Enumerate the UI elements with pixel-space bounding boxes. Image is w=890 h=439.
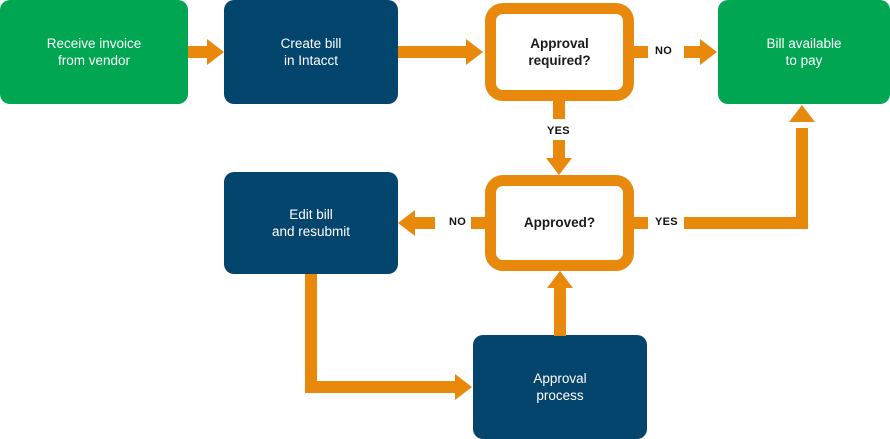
node-edit-bill-label: Edit bill and resubmit [271,206,351,239]
node-bill-available-label: Bill available to pay [766,35,842,68]
edge-editbill-to-process-arrowhead [455,374,472,400]
node-approval-required[interactable]: Approval required? [485,3,634,101]
edge-approved-yes-arrowhead [789,105,815,122]
edge-approvalreq-no-arrowhead [700,39,717,65]
edge-approved-no-stub [471,217,485,229]
node-receive-invoice-label: Receive invoice from vendor [46,35,142,68]
node-approval-process[interactable]: Approval process [473,335,647,439]
node-edit-bill[interactable]: Edit bill and resubmit [224,172,398,274]
edge-approvalreq-no-line [684,46,702,58]
node-approved[interactable]: Approved? [485,175,634,271]
edge-editbill-to-process-horizontal [305,381,457,393]
edge-approved-no-arrowhead [398,210,415,236]
node-receive-invoice[interactable]: Receive invoice from vendor [0,0,188,104]
edge-receive-to-create-line [188,46,210,58]
edge-approved-yes-vertical [796,128,808,229]
edge-label-no-approved: NO [446,215,470,229]
node-approved-label: Approved? [523,215,596,231]
node-approval-required-label: Approval required? [528,35,591,68]
edge-process-to-approved-vertical [554,288,566,336]
edge-receive-to-create-arrowhead [207,39,224,65]
node-create-bill[interactable]: Create bill in Intacct [224,0,398,104]
edge-approved-yes-stub [634,217,648,229]
edge-approvalreq-no-stub [634,46,648,58]
edge-approved-yes-horizontal [684,217,808,229]
node-bill-available[interactable]: Bill available to pay [718,0,890,104]
edge-approvalreq-yes-line [553,140,565,160]
edge-label-no-approval-required: NO [652,44,676,58]
node-create-bill-label: Create bill in Intacct [280,35,342,68]
edge-create-to-approvalreq-line [398,46,468,58]
edge-label-yes-approval-required: YES [544,124,573,138]
edge-approvalreq-yes-stub [553,101,565,119]
node-approval-process-label: Approval process [533,370,587,403]
edge-approvalreq-yes-arrowhead [546,158,572,175]
edge-editbill-to-process-vertical [305,274,317,388]
edge-approved-no-line [415,217,435,229]
edge-process-to-approved-arrowhead [547,271,573,288]
edge-label-yes-approved: YES [652,215,681,229]
edge-create-to-approvalreq-arrowhead [466,39,483,65]
